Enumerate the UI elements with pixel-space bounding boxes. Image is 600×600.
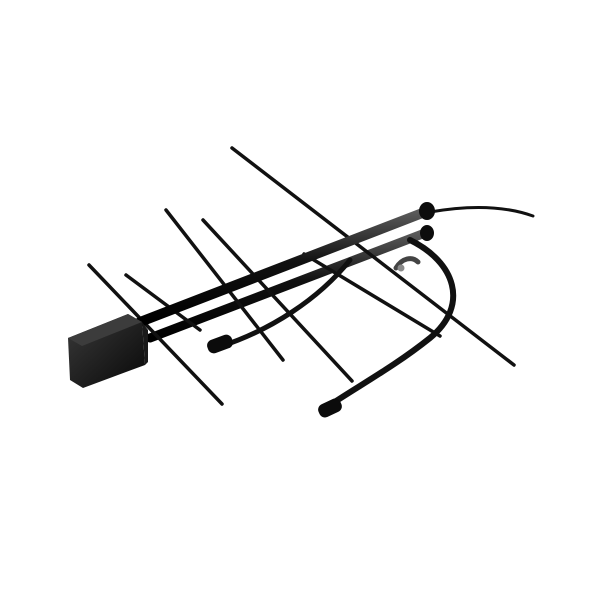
- front-boom-end-cap: [419, 202, 435, 220]
- inner-foot-cap: [207, 334, 233, 354]
- terminal-box-side: [142, 322, 148, 365]
- terminal-box-top: [68, 314, 142, 346]
- stand-foot-cap: [318, 398, 342, 418]
- element-rod-5: [230, 146, 516, 367]
- clamp-screw: [397, 264, 405, 272]
- mount-clamp: [393, 256, 421, 271]
- element-rod-1: [87, 263, 224, 406]
- element-rod-6: [302, 252, 442, 338]
- rear-boom: [145, 228, 430, 343]
- rear-boom-end-cap: [420, 225, 434, 241]
- coax-cable: [428, 206, 535, 218]
- front-boom: [135, 207, 430, 327]
- stand-leg: [327, 237, 457, 408]
- element-rod-2: [124, 273, 202, 332]
- inner-support-arm: [219, 257, 353, 349]
- element-rod-4: [201, 218, 354, 383]
